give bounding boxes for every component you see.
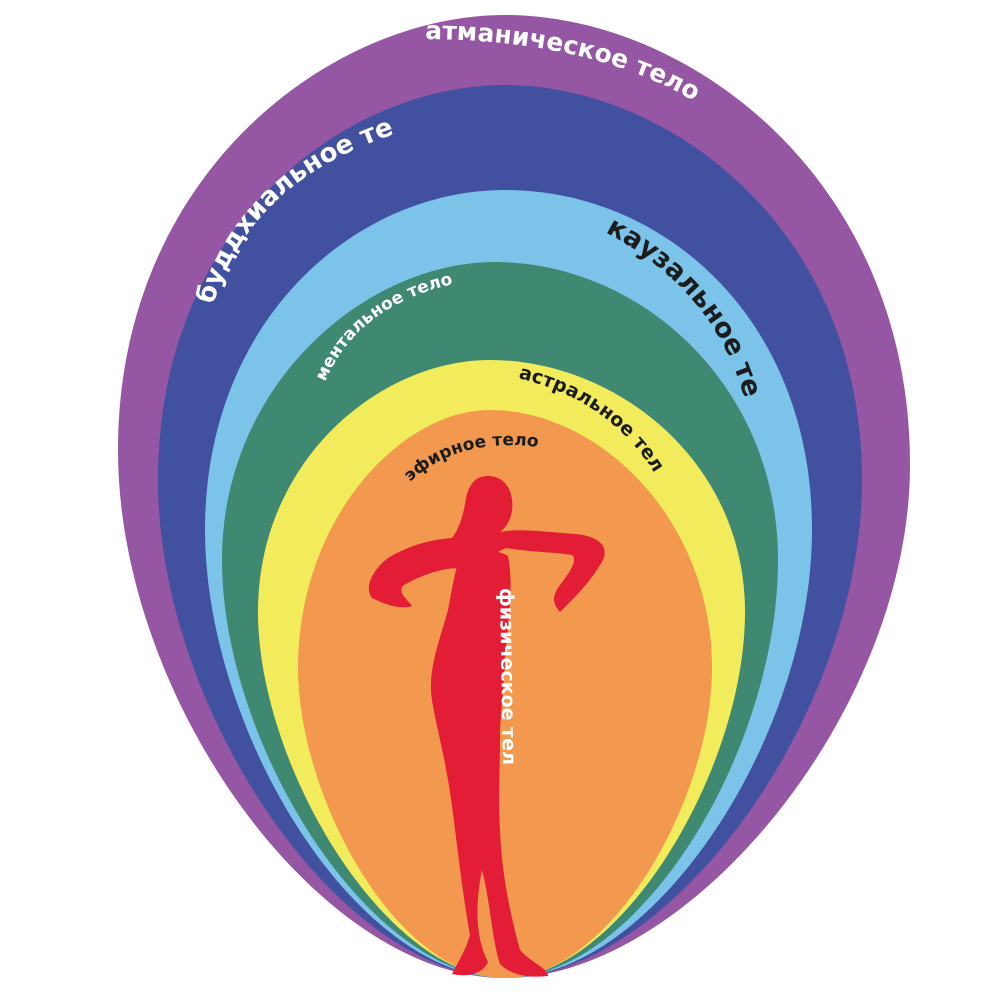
- silhouette-torso-legs: [430, 549, 548, 977]
- physical-body-silhouette: [368, 476, 605, 977]
- silhouette-head-arms: [368, 476, 605, 612]
